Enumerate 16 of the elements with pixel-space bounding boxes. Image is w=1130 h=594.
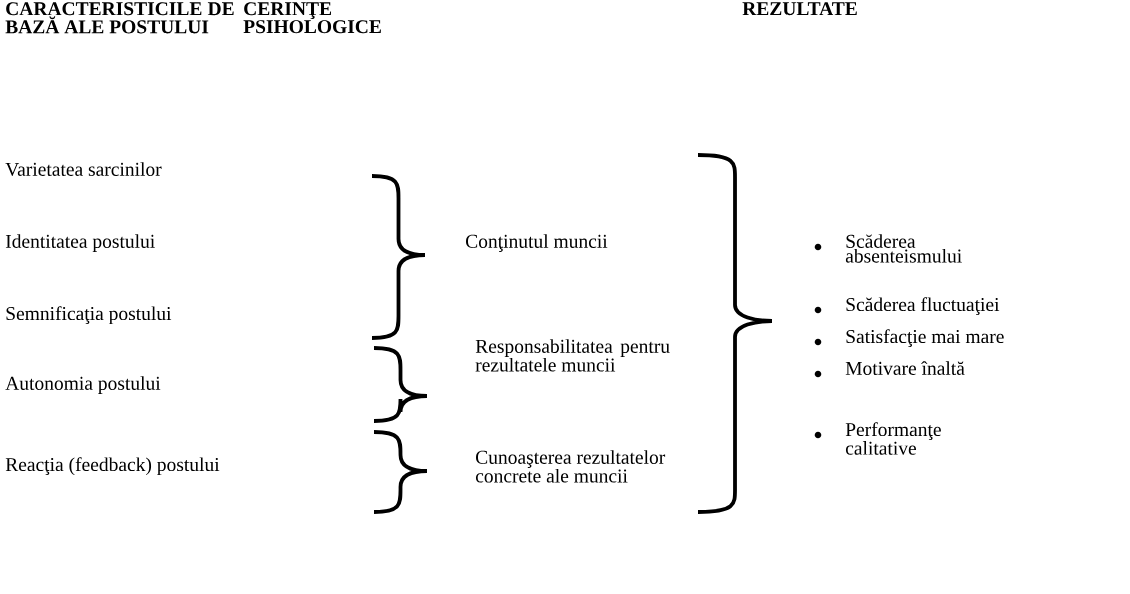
list-item: Performanţe calitative (814, 422, 941, 455)
item-text: Conţinutul muncii (466, 234, 608, 252)
item-text: Varietatea sarcinilor (5, 162, 162, 177)
item-text: Cunoaşterea rezultatelor concrete ale muncii (475, 450, 666, 483)
list-item: Scăderea absenteismului (814, 234, 962, 263)
item-text: Responsabilitatea pentru rezultatele muncii (475, 339, 670, 372)
column-heading: REZULTATE (742, 2, 857, 16)
item-text: Identitatea postului (5, 234, 155, 252)
list-item: Motivare înaltă (814, 361, 965, 378)
list-item: Satisfacţie mai mare (814, 329, 1004, 348)
item-text: Reacţia (feedback) postului (5, 457, 220, 476)
item-text: Semnificaţia postului (6, 306, 172, 325)
list-item: Scăderea fluctuaţiei (814, 297, 1000, 316)
item-text: Autonomia postului (5, 376, 161, 394)
column-heading: CARACTERISTICILE DE BAZĂ ALE POSTULUI (5, 2, 234, 34)
column-heading: CERINŢE PSIHOLOGICE (243, 2, 381, 34)
